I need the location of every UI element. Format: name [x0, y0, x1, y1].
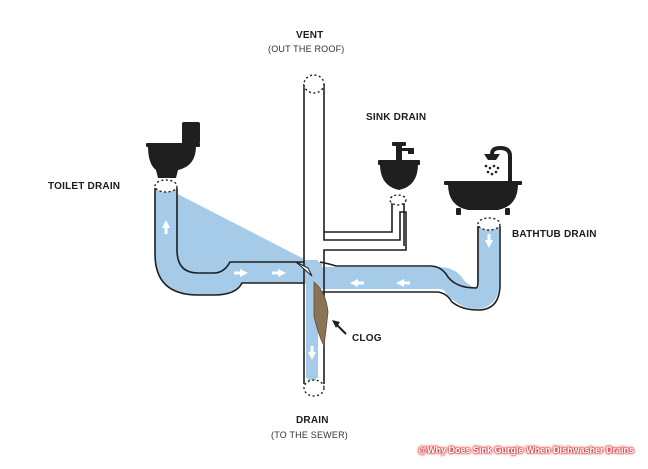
vent-sublabel: (OUT THE ROOF)	[268, 44, 345, 54]
bathtub-drain-label: BATHTUB DRAIN	[512, 229, 597, 240]
pipe-outlines	[154, 84, 501, 384]
faucet-icon	[392, 142, 414, 160]
vent-label: VENT	[296, 30, 324, 41]
drain-sublabel: (TO THE SEWER)	[271, 430, 348, 440]
toilet-drain-label: TOILET DRAIN	[48, 181, 121, 192]
sink-drain-label: SINK DRAIN	[366, 112, 427, 123]
arrow-down-right	[485, 234, 493, 248]
arrow-right-2	[272, 269, 286, 277]
bathtub-icon	[444, 145, 522, 215]
arrow-left-1	[350, 279, 364, 287]
drain-pipe-water	[155, 188, 499, 384]
flow-arrows	[162, 220, 493, 360]
clog-label: CLOG	[352, 333, 382, 344]
toilet-icon	[146, 122, 200, 178]
sink-icon	[378, 142, 420, 190]
vent-opening	[303, 74, 325, 94]
watermark-caption: @Why Does Sink Gurgle When Dishwasher Dr…	[418, 445, 634, 455]
dotted-openings	[154, 74, 501, 397]
shower-head-icon	[484, 154, 500, 176]
arrow-left-2	[396, 279, 410, 287]
clog-pointer-head	[332, 320, 340, 328]
junction-arrow	[295, 261, 313, 277]
arrow-down-main	[308, 346, 316, 360]
arrow-right-1	[234, 269, 248, 277]
arrow-up-left	[162, 220, 170, 234]
toilet-opening	[154, 179, 178, 193]
drain-label: DRAIN	[296, 415, 329, 426]
clog-blockage	[313, 281, 329, 348]
sink-opening	[389, 194, 407, 206]
drain-opening	[303, 379, 325, 397]
bathtub-opening	[477, 217, 501, 231]
